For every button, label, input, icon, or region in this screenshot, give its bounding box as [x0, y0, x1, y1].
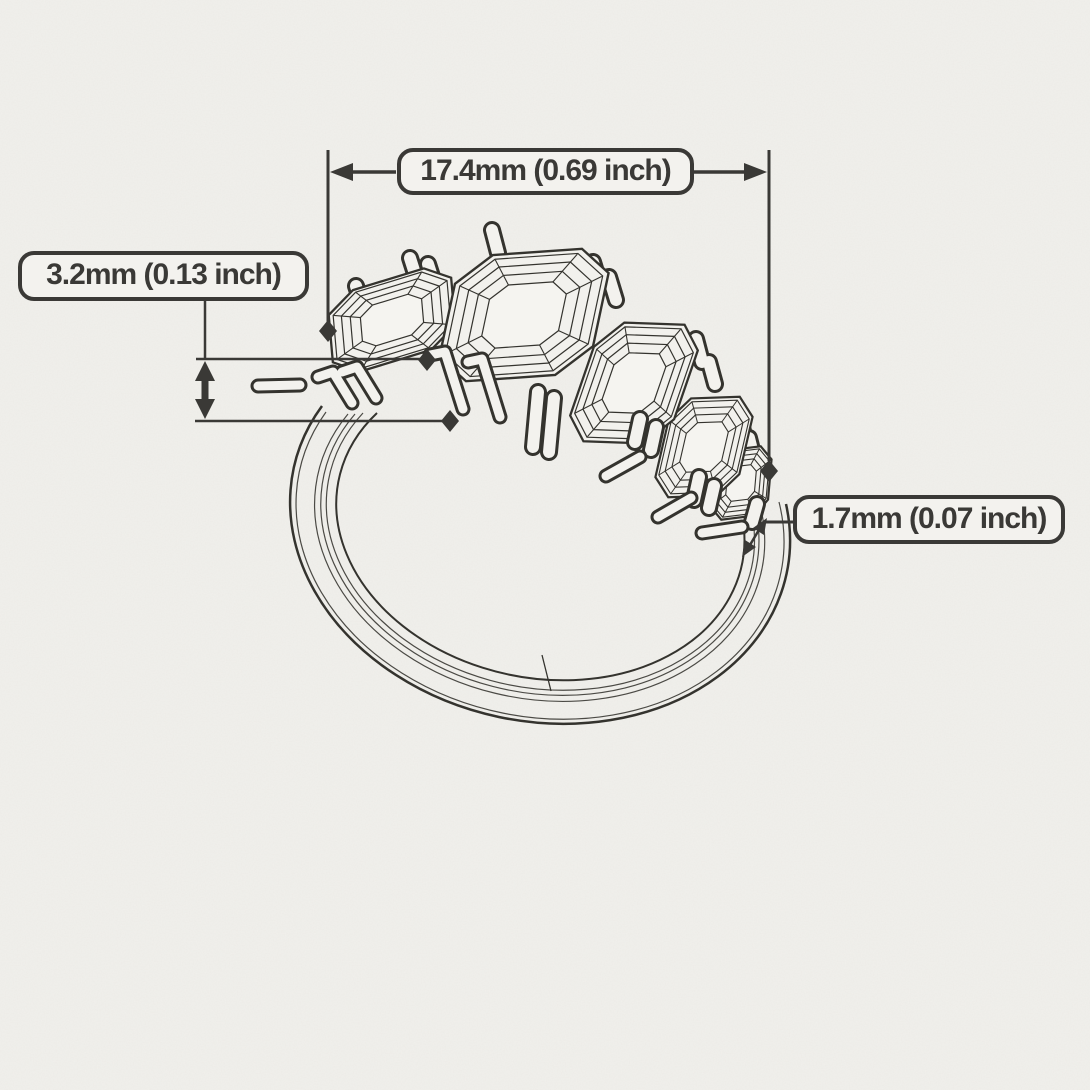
ring-band [288, 405, 792, 726]
band-line [313, 413, 766, 702]
claw [253, 347, 747, 538]
width-dimension-label: 17.4mm (0.69 inch) [397, 148, 694, 195]
arrow-down-icon [195, 399, 215, 419]
prong-claws-fill [253, 347, 747, 538]
height-dimension-label: 3.2mm (0.13 inch) [18, 251, 309, 301]
band-line [320, 413, 760, 696]
band-inner-edge [335, 412, 746, 682]
arrow-left-icon [330, 163, 353, 181]
band-outer-edge [288, 405, 792, 726]
arrow-down-left-icon [742, 540, 756, 557]
band-seam [541, 654, 552, 692]
height-dimension [195, 301, 459, 432]
dimension-annotations [195, 150, 793, 557]
prong-fingers-bottom-fill [527, 386, 763, 528]
band-line [295, 411, 785, 720]
diamond-marker [441, 410, 459, 432]
arrow-up-right-icon [753, 518, 767, 535]
diamond-marker [418, 349, 436, 371]
diamond-marker [760, 460, 778, 482]
thickness-dimension-label: 1.7mm (0.07 inch) [793, 495, 1065, 544]
band-line [325, 412, 756, 691]
prong-finger [527, 386, 763, 528]
arrow-up-icon [195, 361, 215, 381]
thickness-dimension [742, 518, 793, 557]
diamond-marker [319, 320, 337, 342]
width-dimension [319, 150, 778, 482]
arrow-right-icon [744, 163, 767, 181]
